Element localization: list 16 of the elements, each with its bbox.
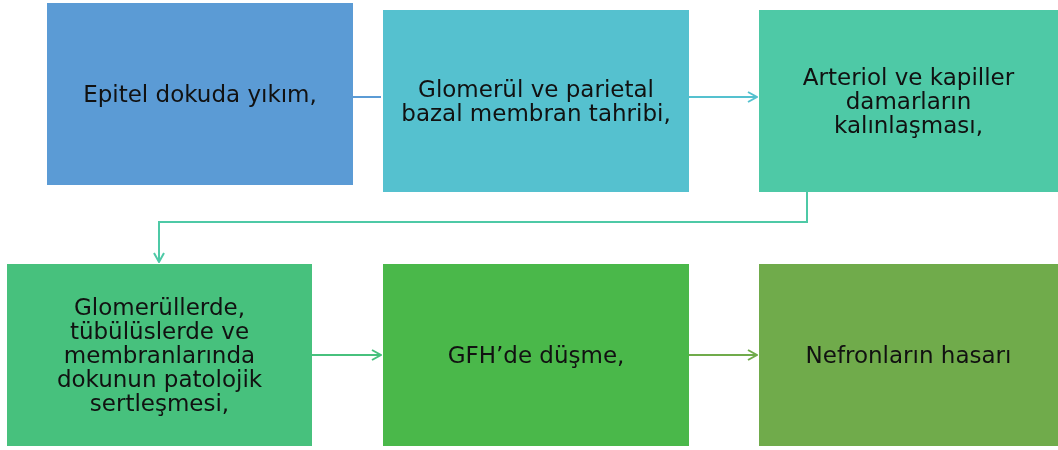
arrow [311, 349, 382, 361]
box-text: Arteriol ve kapiller damarların kalınlaşması, [801, 64, 1016, 138]
process-box [7, 264, 312, 446]
arrow [153, 191, 808, 263]
arrow [688, 91, 758, 103]
process-box [383, 10, 689, 192]
box-text: Epitel dokuda yıkım, [83, 81, 317, 107]
box-text: Nefronların hasarı [805, 342, 1012, 368]
process-box [383, 264, 689, 446]
arrow [688, 349, 758, 361]
process-box [759, 10, 1058, 192]
box-text: Glomerül ve parietal bazal membran tahribi, [400, 76, 672, 126]
process-box [47, 3, 353, 185]
box-text: Glomerüllerde, tübülüslerde ve membranlarında dokunun patolojik sertleşmesi, [55, 294, 264, 416]
box-text: GFH’de düşme, [447, 342, 625, 368]
process-box [759, 264, 1058, 446]
